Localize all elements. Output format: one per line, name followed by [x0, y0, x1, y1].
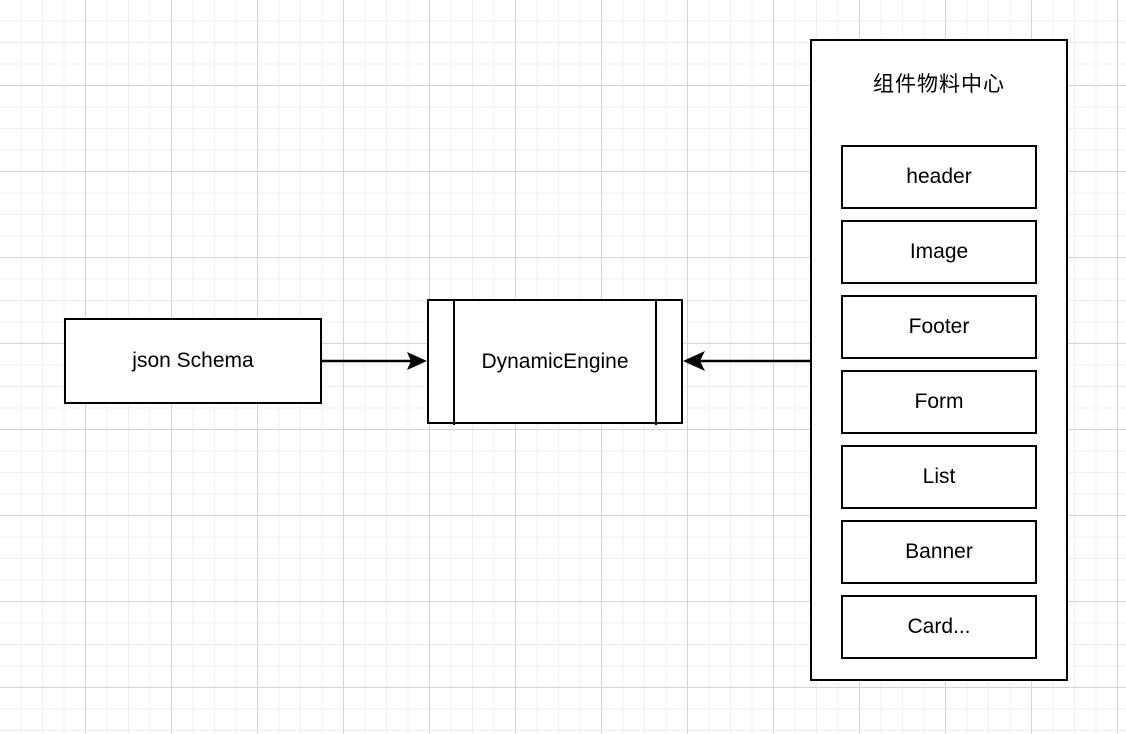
list-item-label: Banner	[905, 540, 973, 563]
list-item-banner[interactable]: Banner	[841, 520, 1037, 584]
list-item-label: Image	[909, 240, 969, 263]
edge-material-center-to-dynamic-engine	[683, 351, 812, 371]
list-item-footer[interactable]: Footer	[841, 295, 1037, 359]
node-json-schema-label: json Schema	[132, 349, 254, 372]
list-item-label: Footer	[908, 315, 970, 338]
list-item-form[interactable]: Form	[841, 370, 1037, 434]
node-dynamic-engine[interactable]: DynamicEngine	[427, 298, 683, 425]
list-item-label: header	[906, 165, 972, 188]
process-left-bar-icon	[453, 298, 455, 425]
list-item-card[interactable]: Card...	[841, 595, 1037, 659]
panel-material-center[interactable]: 组件物料中心 header Image Footer Form List Ban…	[810, 39, 1068, 681]
list-item-label: List	[922, 465, 956, 488]
list-item-label: Card...	[907, 615, 971, 638]
list-item-list[interactable]: List	[841, 445, 1037, 509]
panel-material-center-title: 组件物料中心	[873, 73, 1005, 96]
list-item-image[interactable]: Image	[841, 220, 1037, 284]
node-dynamic-engine-label: DynamicEngine	[481, 349, 629, 373]
list-item-header[interactable]: header	[841, 145, 1037, 209]
material-component-list: header Image Footer Form List Banner Car…	[841, 145, 1037, 659]
list-item-label: Form	[914, 390, 964, 413]
edge-json-schema-to-dynamic-engine	[320, 352, 427, 370]
process-right-bar-icon	[655, 298, 657, 425]
node-json-schema[interactable]: json Schema	[64, 318, 322, 404]
